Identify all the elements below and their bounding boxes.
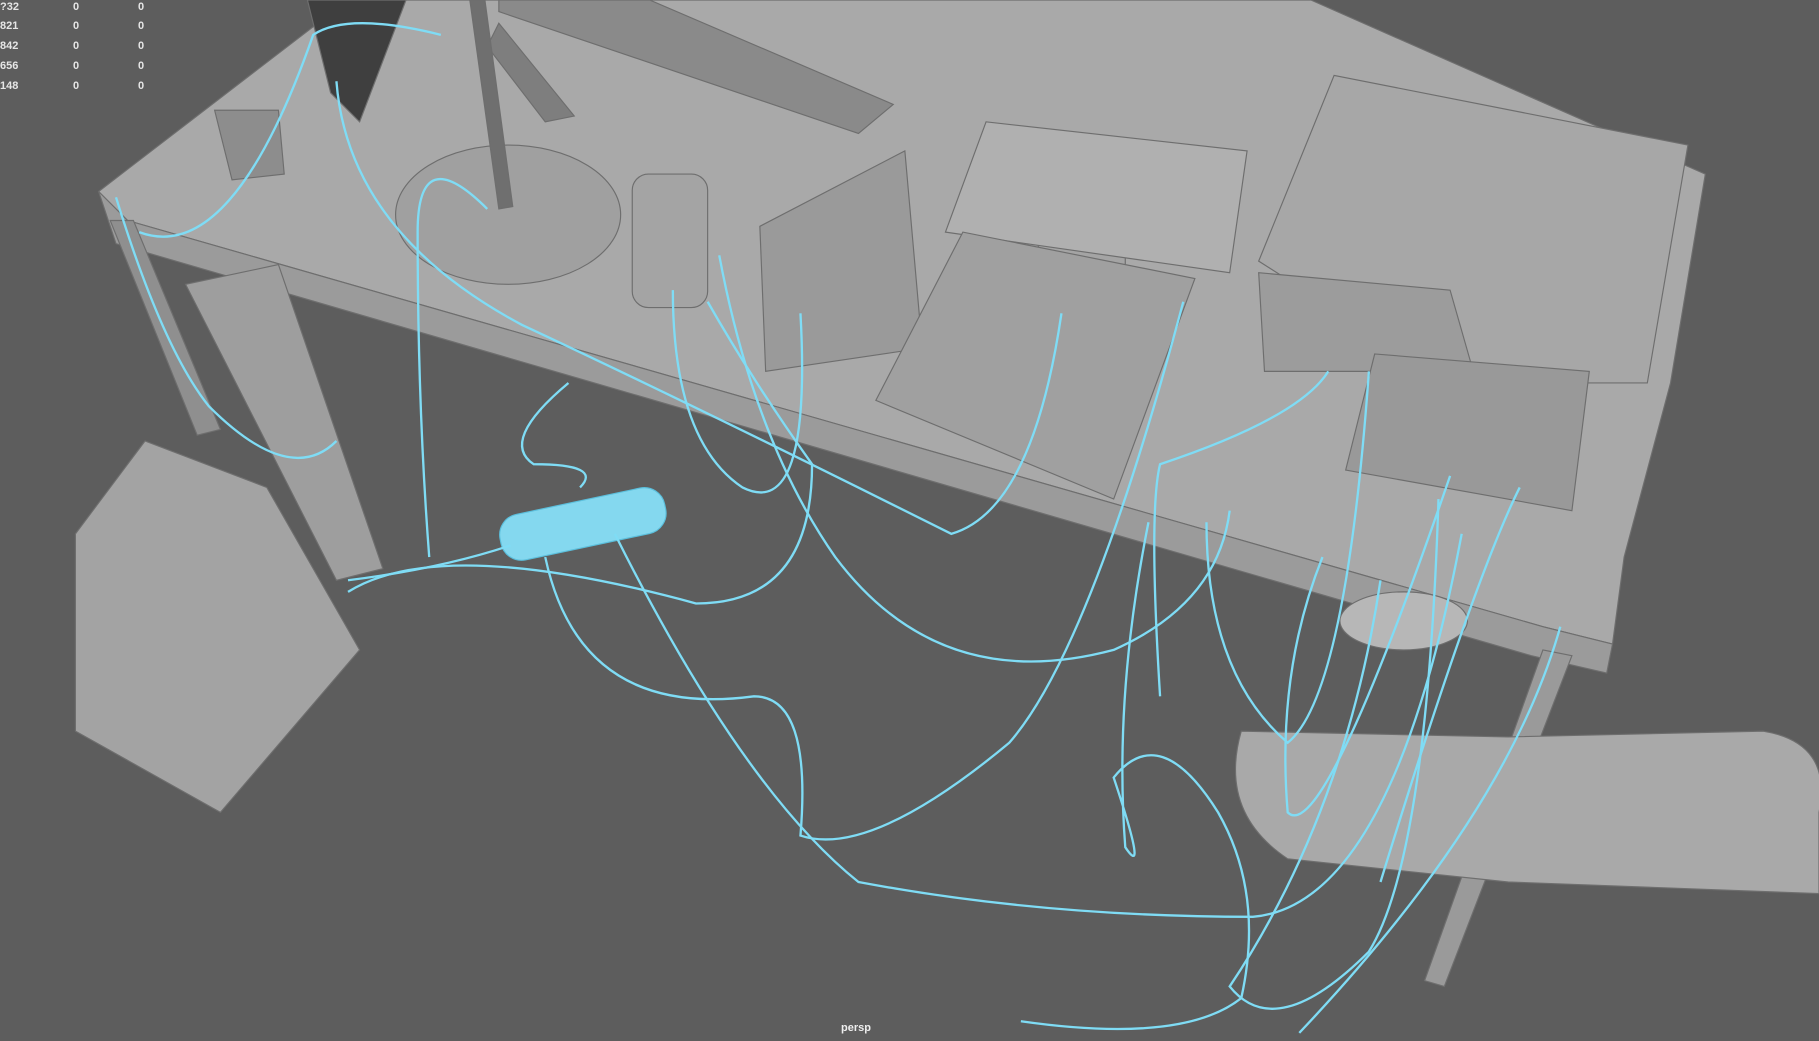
hud-value: 0 xyxy=(73,1,80,13)
monitor-stand xyxy=(486,22,576,123)
laptop-base xyxy=(875,231,1196,500)
hud-value: 821 xyxy=(0,20,19,32)
hud-value: 0 xyxy=(138,1,145,13)
router xyxy=(1344,353,1590,512)
speaker xyxy=(631,173,709,309)
hud-value: 0 xyxy=(138,20,145,32)
skateboard xyxy=(1234,730,1819,895)
cables xyxy=(114,22,1562,1034)
laptop xyxy=(944,121,1248,274)
hud-value: 0 xyxy=(73,20,80,32)
scene-geometry xyxy=(74,0,1819,988)
hud-value: 842 xyxy=(0,40,19,52)
hud-value: 0 xyxy=(138,40,145,52)
hud-value: 656 xyxy=(0,60,19,72)
pc-tower xyxy=(184,263,384,581)
hud-value: 0 xyxy=(73,60,80,72)
pen-cup xyxy=(213,109,285,181)
lamp-pole xyxy=(469,0,514,210)
hud-value: 0 xyxy=(73,80,80,92)
desk-front-edge xyxy=(98,191,1614,674)
hud-value: 0 xyxy=(138,60,145,72)
lamp-base xyxy=(395,144,622,285)
monitor xyxy=(306,0,407,123)
hud-value: 0 xyxy=(73,40,80,52)
hud-value: 0 xyxy=(138,80,145,92)
hud-value: ?32 xyxy=(0,1,19,13)
power-strip xyxy=(499,487,667,561)
hud-value: 148 xyxy=(0,80,19,92)
keyboard xyxy=(498,0,895,135)
binders xyxy=(74,440,361,814)
camera-label: persp xyxy=(841,1022,871,1034)
